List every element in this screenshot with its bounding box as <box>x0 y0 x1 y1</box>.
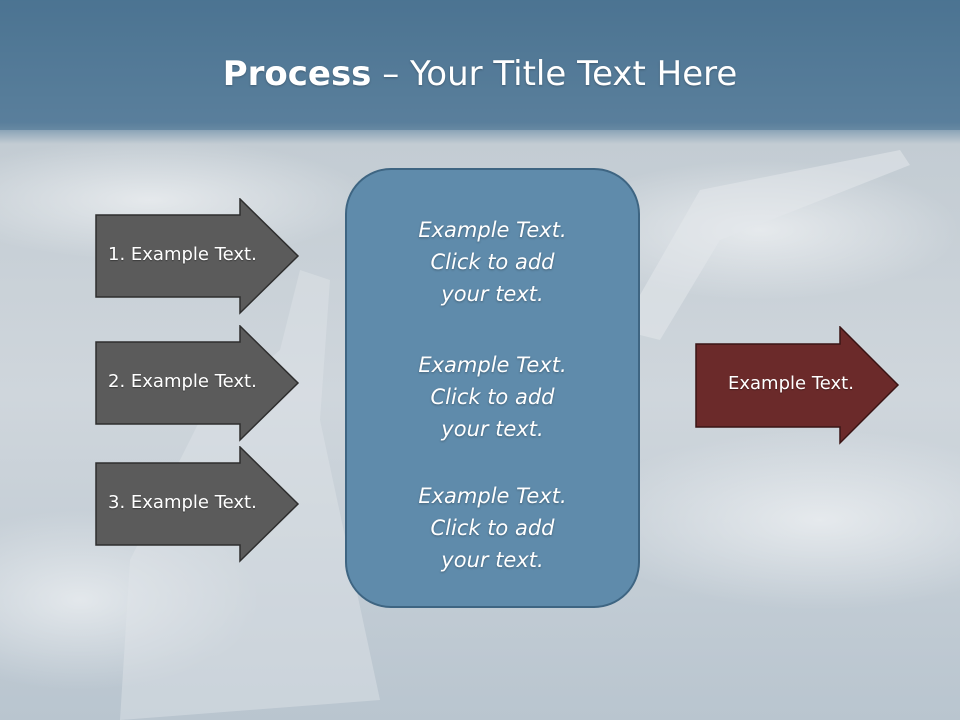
center-block-1-line1: Example Text. <box>418 218 567 242</box>
arrow-shape <box>95 198 300 315</box>
center-block-2: Example Text. Click to add your text. <box>347 349 638 445</box>
arrow-shape <box>95 446 300 563</box>
center-block-2-line3: your text. <box>441 417 544 441</box>
left-arrow-1-label: 1. Example Text. <box>108 244 257 265</box>
center-block-3-line3: your text. <box>441 548 544 572</box>
left-arrow-3-label: 3. Example Text. <box>108 492 257 513</box>
center-block-3: Example Text. Click to add your text. <box>347 480 638 576</box>
right-arrow[interactable]: Example Text. <box>695 326 900 445</box>
center-block-2-line2: Click to add <box>430 385 555 409</box>
left-arrow-2[interactable]: 2. Example Text. <box>95 325 300 442</box>
left-arrow-2-label: 2. Example Text. <box>108 371 257 392</box>
right-arrow-label: Example Text. <box>728 373 854 394</box>
center-block-3-line1: Example Text. <box>418 484 567 508</box>
left-arrow-1[interactable]: 1. Example Text. <box>95 198 300 315</box>
center-block-1: Example Text. Click to add your text. <box>347 214 638 310</box>
center-block-1-line3: your text. <box>441 282 544 306</box>
left-arrow-3[interactable]: 3. Example Text. <box>95 446 300 563</box>
center-block-2-line1: Example Text. <box>418 353 567 377</box>
arrow-shape <box>95 325 300 442</box>
center-text-box[interactable]: Example Text. Click to add your text. Ex… <box>345 168 640 608</box>
center-block-1-line2: Click to add <box>430 250 555 274</box>
slide-title: Process – Your Title Text Here <box>0 52 960 96</box>
title-bar: Process – Your Title Text Here <box>0 0 960 150</box>
title-rest-text: – Your Title Text Here <box>371 54 738 94</box>
center-block-3-line2: Click to add <box>430 516 555 540</box>
arrow-shape <box>695 326 900 445</box>
title-bold-text: Process <box>222 54 372 94</box>
